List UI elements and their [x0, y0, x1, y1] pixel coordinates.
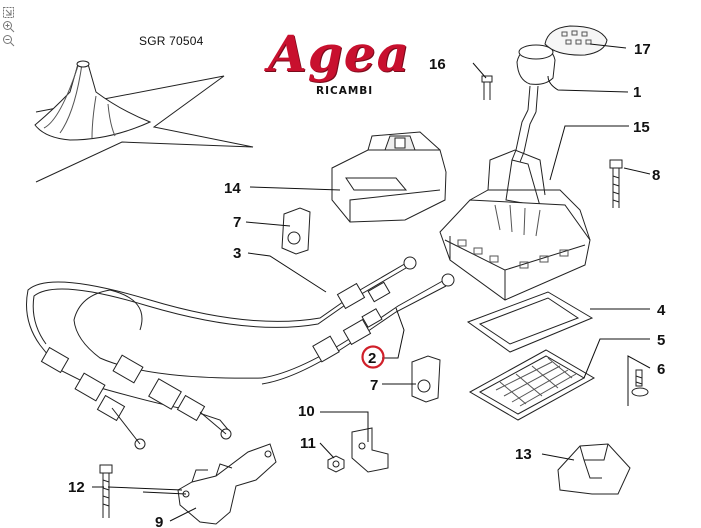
zoom-out-icon[interactable] [2, 34, 15, 47]
brand-logo: Agea RICAMBI [262, 24, 412, 105]
cable-assemblies-drawing [26, 256, 455, 450]
callout-10[interactable]: 10 [298, 403, 315, 420]
callout-11[interactable]: 11 [300, 435, 316, 452]
nut-11-drawing [327, 455, 345, 473]
boot-detail-frame [35, 75, 254, 183]
callout-16[interactable]: 16 [429, 56, 446, 73]
brand-subtitle: RICAMBI [316, 85, 374, 97]
diagram-reference-code: SGR 70504 [139, 34, 204, 48]
fit-page-icon[interactable] [2, 6, 15, 19]
bracket-10-drawing [351, 427, 389, 473]
callout-7-upper[interactable]: 7 [233, 214, 241, 231]
viewer-toolbar [2, 6, 16, 47]
gear-boot-drawing [34, 60, 152, 141]
zoom-in-icon[interactable] [2, 20, 15, 33]
gear-knob-drawing [516, 44, 556, 113]
screw-6-drawing [631, 369, 649, 397]
bolt-12-drawing [99, 464, 113, 518]
callout-labels: 17 1 15 16 8 14 7 3 4 5 6 2 7 10 11 13 1… [68, 41, 666, 528]
callout-7-lower[interactable]: 7 [370, 377, 378, 394]
callout-13[interactable]: 13 [515, 446, 532, 463]
plate-drawing [468, 349, 596, 421]
callout-2[interactable]: 2 [368, 350, 376, 367]
callout-6[interactable]: 6 [657, 361, 665, 378]
gasket-drawing [466, 291, 594, 353]
callout-4[interactable]: 4 [657, 302, 666, 319]
bracket-13-drawing [557, 443, 631, 495]
highlight-ring [361, 345, 385, 369]
callout-8[interactable]: 8 [652, 167, 660, 184]
console-cover-drawing [331, 131, 447, 223]
bolt-16-drawing [481, 75, 493, 100]
callout-14[interactable]: 14 [224, 180, 241, 197]
callout-3[interactable]: 3 [233, 245, 241, 262]
callout-17[interactable]: 17 [634, 41, 651, 58]
clip-lower-drawing [411, 355, 441, 403]
callout-12[interactable]: 12 [68, 479, 85, 496]
bolt-8-drawing [609, 159, 623, 208]
shift-pattern-badge [544, 25, 608, 56]
callout-15[interactable]: 15 [633, 119, 650, 136]
callout-5[interactable]: 5 [657, 332, 665, 349]
bracket-drawing [177, 443, 277, 525]
callout-1[interactable]: 1 [633, 84, 641, 101]
brand-name: Agea [268, 24, 410, 83]
gear-lever-housing-drawing [439, 149, 591, 301]
clip-upper-drawing [281, 207, 311, 255]
callout-9[interactable]: 9 [155, 514, 163, 528]
